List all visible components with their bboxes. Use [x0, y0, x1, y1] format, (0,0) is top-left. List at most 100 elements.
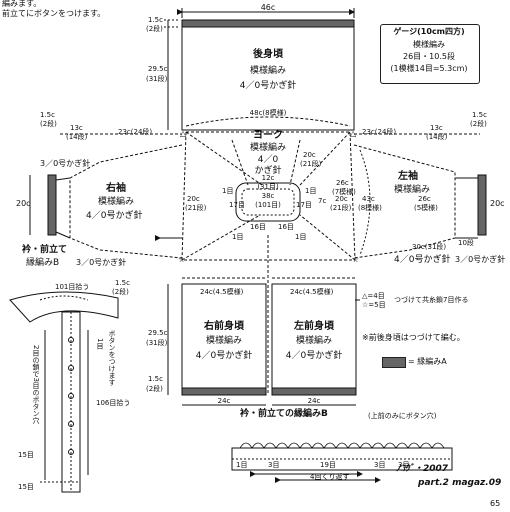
- collar-rows106: 106目拾う: [96, 399, 131, 407]
- neck-inner-rows: (101目): [255, 201, 281, 209]
- yoke-hook1: 4／0: [257, 155, 279, 165]
- neck-center: 16目: [250, 223, 266, 231]
- collar-hook: 3／0号かぎ針: [76, 258, 127, 267]
- collar-top: 101目拾う: [55, 283, 90, 291]
- left-sleeve-hook: 4／0号かぎ針: [394, 255, 451, 265]
- yoke-left-dim-rows: (21段): [185, 204, 207, 212]
- right-sleeve-hook: 4／0号かぎ針: [86, 211, 143, 221]
- left-sleeve-length: 30c(31段): [412, 243, 447, 251]
- neck-center2: 16目: [278, 223, 294, 231]
- yoke-right-dim-rows: (21段): [300, 160, 322, 168]
- right-sleeve-outline: [69, 144, 183, 259]
- svg-text:☆: ☆: [178, 255, 185, 264]
- right-sleeve-pattern: 模様編み: [98, 197, 135, 207]
- collar-side-a-rows: (2段): [112, 288, 129, 296]
- collar-buttonhole: 2目の鎖で3目のボタン穴: [32, 345, 40, 424]
- header-line2: 前立てにボタンをつけます。: [2, 9, 106, 18]
- right-front-title: 右前身頃: [204, 321, 244, 332]
- front-left-yoke: 24c(4.5模様): [290, 288, 334, 296]
- right-cuff-hook: 3／0号かぎ針: [40, 159, 91, 168]
- yoke-lower-dim-rows: (21段): [330, 204, 352, 212]
- yoke-left-dim: 20c: [187, 195, 200, 203]
- fronts-note1: △=4目: [362, 292, 385, 300]
- right-cuff-width: 20c: [16, 199, 31, 208]
- left-cuff-len: 10段: [458, 239, 474, 247]
- back-height-main: 29.5c: [148, 65, 168, 73]
- gauge-line1: 模様編み: [413, 40, 445, 49]
- fronts-height: 29.5c: [148, 329, 168, 337]
- fronts-note4: ※前後身頃はつづけて編む。: [362, 333, 465, 342]
- neck-corner-left: 1目: [222, 187, 234, 195]
- left-sleeve-inner: 26c: [418, 195, 431, 203]
- left-sleeve-side-dim-rows: (7模様): [332, 188, 356, 196]
- side-left-a: 1.5c: [40, 111, 55, 119]
- collar-title: 衿・前立て: [22, 245, 68, 255]
- fronts-bottom-right: 24c: [307, 397, 321, 405]
- side-right-a: 1.5c: [472, 111, 487, 119]
- fronts-height-rows: (31段): [146, 339, 168, 347]
- back-height-top-rows: (2段): [146, 25, 163, 33]
- left-sleeve-inner-rows: (5模様): [414, 204, 438, 212]
- neck-corner-right: 1目: [305, 187, 317, 195]
- side-right-b: 13c: [430, 124, 443, 132]
- yoke-pattern: 模様編み: [249, 143, 287, 153]
- neck-side7: 7c: [318, 197, 327, 205]
- collar-rows1: 1目: [96, 338, 104, 350]
- footer-watermark2: part.2 magaz.09: [418, 478, 502, 488]
- collar-side-a: 1.5c: [115, 279, 130, 287]
- right-sleeve-title: 右袖: [106, 183, 126, 194]
- left-sleeve-side-dim: 26c: [336, 179, 349, 187]
- gauge-line3: (1模様14目=5.3cm): [390, 64, 468, 73]
- side-left-a-rows: (2段): [40, 120, 57, 128]
- yoke-right-dim: 20c: [303, 151, 316, 159]
- side-right-a-rows: (2段): [470, 120, 487, 128]
- front-right-yoke: 24c(4.5模様): [200, 288, 244, 296]
- collar-outline: [9, 291, 119, 323]
- yoke-title: ヨーク: [253, 130, 283, 141]
- edging-title: 衿・前立ての縁編みB: [240, 409, 328, 419]
- collar-subtitle: 縁編みB: [26, 258, 60, 268]
- edging-r3a: 3目: [268, 461, 280, 469]
- footer-page: 65: [490, 499, 501, 508]
- fronts-note2: ☆=5目: [362, 301, 386, 309]
- side-left-c: 23c(24段): [118, 128, 153, 136]
- neck-left: 17目: [229, 201, 245, 209]
- header-line1: 編みます。: [2, 0, 42, 8]
- right-cuff-band: [47, 174, 57, 236]
- edging-note: (上前のみにボタン穴): [368, 412, 437, 420]
- edging-r3c: 3目: [398, 461, 410, 469]
- right-front-hook: 4／0号かぎ針: [195, 351, 253, 361]
- fronts-legend: = 縁編みA: [408, 357, 447, 366]
- fronts-bottom-a-rows: (2段): [146, 385, 163, 393]
- neck-right: 17目: [296, 201, 312, 209]
- edging-r19: 19目: [320, 461, 336, 469]
- neck-right-mark: 1目: [295, 233, 307, 241]
- collar-rows15b: 15目: [18, 483, 34, 491]
- left-front-title: 左前身頃: [294, 321, 334, 332]
- left-sleeve-outline: [353, 144, 456, 259]
- side-right-c: 23c(24段): [362, 128, 397, 136]
- edging-repeat: 4回くり返す: [310, 473, 350, 481]
- left-sleeve-pattern: 模様編み: [394, 185, 431, 195]
- back-title: 後身頃: [253, 49, 283, 60]
- neck-top-rows: (31目): [257, 183, 279, 191]
- yoke-lower-dim: 20c: [335, 195, 348, 203]
- fronts-bottom-a: 1.5c: [148, 375, 163, 383]
- side-left-b: 13c: [70, 124, 83, 132]
- fronts-bottom-left: 24c: [217, 397, 231, 405]
- yoke-hook2: かぎ針: [254, 166, 282, 176]
- legend-swatch: [382, 357, 406, 368]
- neck-left-mark: 1目: [232, 233, 244, 241]
- back-pattern: 模様編み: [249, 66, 287, 76]
- right-front-pattern: 模様編み: [205, 336, 243, 346]
- left-sleeve-width-rows: (8模様): [358, 204, 382, 212]
- gauge-title: ゲージ(10cm四方): [393, 27, 465, 36]
- footer-watermark1: ﾉｺｳﾞ・2007: [396, 464, 449, 474]
- edging-r1: 1目: [236, 461, 248, 469]
- svg-text:△: △: [350, 129, 357, 138]
- side-right-b-rows: (14段): [426, 133, 448, 141]
- neck-opening: [235, 182, 301, 222]
- left-sleeve-width: 43c: [362, 195, 375, 203]
- left-front-hook: 4／0号かぎ針: [285, 351, 343, 361]
